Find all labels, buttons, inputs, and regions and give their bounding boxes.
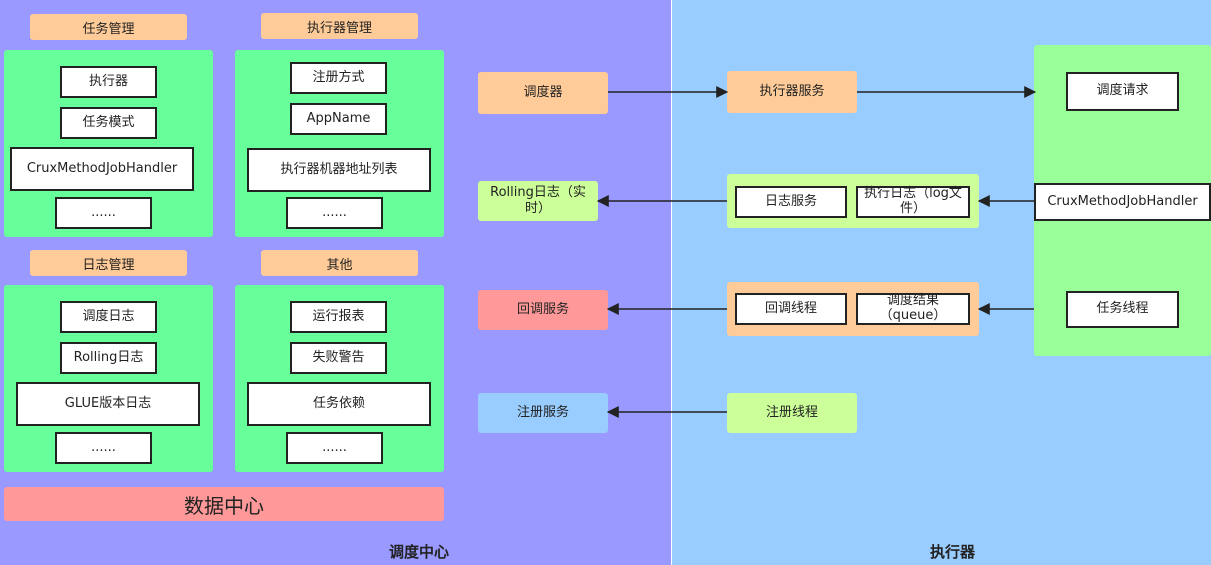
callback-thread-group: 回调线程 调度结果（queue） bbox=[727, 282, 979, 336]
task-mgmt-item: CruxMethodJobHandler bbox=[10, 147, 194, 191]
other-panel: 运行报表 失败警告 任务依赖 ...... bbox=[235, 285, 444, 472]
rolling-log-node: Rolling日志（实时） bbox=[478, 181, 598, 221]
executor-mgmt-item: ...... bbox=[286, 197, 383, 229]
other-item: 运行报表 bbox=[290, 301, 387, 333]
task-mgmt-item: ...... bbox=[55, 197, 152, 229]
executor-mgmt-panel: 注册方式 AppName 执行器机器地址列表 ...... bbox=[235, 50, 444, 237]
callback-thread-node: 回调线程 bbox=[735, 293, 847, 325]
executor-mgmt-item: 注册方式 bbox=[290, 62, 387, 94]
log-service-group: 日志服务 执行日志（log文件） bbox=[727, 174, 979, 228]
data-center: 数据中心 bbox=[4, 487, 444, 521]
scheduler-node: 调度器 bbox=[478, 72, 608, 114]
task-mgmt-panel: 执行器 任务模式 CruxMethodJobHandler ...... bbox=[4, 50, 213, 237]
task-mgmt-item: 执行器 bbox=[60, 66, 157, 98]
log-mgmt-title: 日志管理 bbox=[30, 250, 187, 276]
other-item: ...... bbox=[286, 432, 383, 464]
register-thread-node: 注册线程 bbox=[727, 393, 857, 433]
scheduler-center-title: 调度中心 bbox=[389, 543, 450, 561]
other-item: 任务依赖 bbox=[247, 382, 431, 426]
executor-mgmt-item: 执行器机器地址列表 bbox=[247, 148, 431, 192]
log-mgmt-item: Rolling日志 bbox=[60, 342, 157, 374]
executor-service-node: 执行器服务 bbox=[727, 71, 857, 113]
handler-node: CruxMethodJobHandler bbox=[1034, 183, 1211, 221]
task-mgmt-item: 任务模式 bbox=[60, 107, 157, 139]
schedule-request-node: 调度请求 bbox=[1066, 72, 1179, 111]
log-mgmt-panel: 调度日志 Rolling日志 GLUE版本日志 ...... bbox=[4, 285, 213, 472]
log-mgmt-item: GLUE版本日志 bbox=[16, 382, 200, 426]
executor-mgmt-title: 执行器管理 bbox=[261, 13, 418, 39]
log-mgmt-item: ...... bbox=[55, 432, 152, 464]
schedule-result-queue-node: 调度结果（queue） bbox=[856, 293, 970, 325]
other-title: 其他 bbox=[261, 250, 418, 276]
register-service-node: 注册服务 bbox=[478, 393, 608, 433]
other-item: 失败警告 bbox=[290, 342, 387, 374]
callback-service-node: 回调服务 bbox=[478, 290, 608, 330]
task-thread-node: 任务线程 bbox=[1066, 291, 1179, 328]
log-mgmt-item: 调度日志 bbox=[60, 301, 157, 333]
task-mgmt-title: 任务管理 bbox=[30, 14, 187, 40]
executor-title: 执行器 bbox=[930, 543, 976, 561]
executor-mgmt-item: AppName bbox=[290, 103, 387, 135]
exec-log-file-node: 执行日志（log文件） bbox=[856, 186, 970, 218]
log-service-node: 日志服务 bbox=[735, 186, 847, 218]
